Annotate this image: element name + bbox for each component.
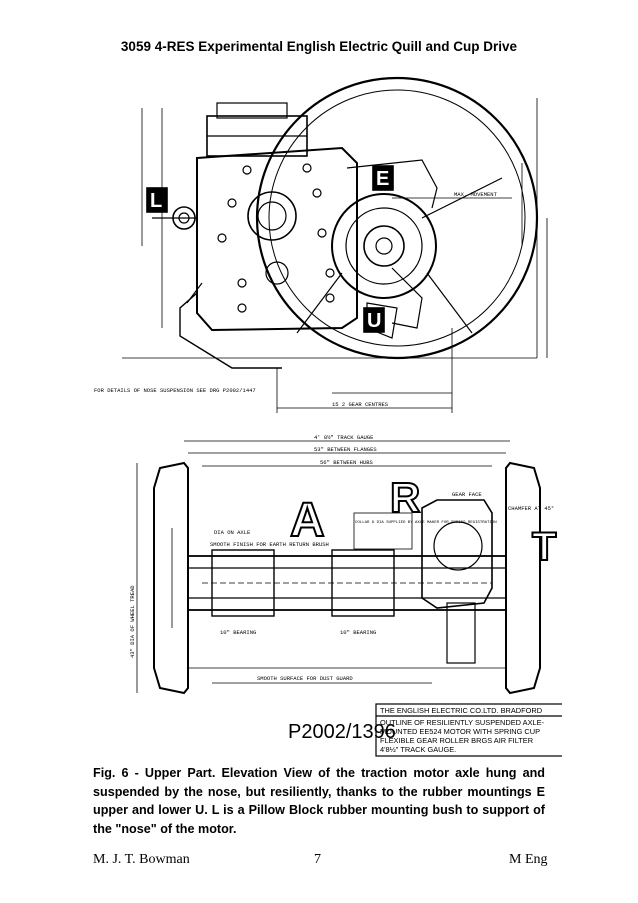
axle-boss: [331, 193, 437, 299]
title-block: [375, 703, 562, 757]
footer-page-number: 7: [314, 852, 321, 867]
note-gear-face: GEAR FACE: [452, 491, 482, 498]
footer-author: M. J. T. Bowman: [93, 852, 190, 867]
left-wheel: [153, 461, 189, 695]
right-wheel: [505, 461, 541, 695]
note-dust-guard: SMOOTH SURFACE FOR DUST GUARD: [257, 675, 353, 682]
note-smooth-finish: SMOOTH FINISH FOR EARTH RETURN BRUSH: [210, 541, 329, 548]
note-collar: COLLAR 9 DIA SUPPLIED BY AXLE MAKER FOR …: [355, 521, 497, 525]
letter-U: U: [367, 310, 381, 332]
note-bearing-left: 10" BEARING: [220, 629, 256, 636]
figure-caption: Fig. 6 - Upper Part. Elevation View of t…: [93, 766, 545, 836]
drawing-number: P2002/1396: [288, 721, 396, 743]
motor-body: [196, 146, 358, 332]
note-wheel-dia: 43" DIA OF WHEEL TREAD: [129, 585, 136, 658]
page-header: 3059 4-RES Experimental English Electric…: [120, 39, 518, 54]
note-max-movement: MAX. MOVEMENT: [454, 191, 498, 198]
note-nose-details: FOR DETAILS OF NOSE SUSPENSION SEE DRG P…: [94, 387, 256, 394]
title-block-line2: MOUNTED EE524 MOTOR WITH SPRING CUP: [380, 727, 540, 736]
title-block-line1: OUTLINE OF RESILIENTLY SUSPENDED AXLE-: [380, 718, 545, 727]
note-gear-centres: 15 2 GEAR CENTRES: [332, 401, 389, 408]
letter-E: E: [376, 168, 389, 190]
note-between-flanges: 53" BETWEEN FLANGES: [314, 446, 377, 453]
note-chamfer: CHAMFER AT 45°: [508, 505, 554, 512]
title-block-company: THE ENGLISH ELECTRIC CO.LTD. BRADFORD: [380, 706, 542, 715]
note-bearing-right: 10" BEARING: [340, 629, 376, 636]
title-block-line4: 4'8½" TRACK GAUGE.: [380, 745, 456, 754]
letter-A: A: [290, 494, 325, 547]
note-dia-on-axle: DIA ON AXLE: [214, 529, 251, 536]
note-track-gauge: 4' 8½" TRACK GAUGE: [314, 434, 374, 441]
note-between-hubs: 56" BETWEEN HUBS: [320, 459, 374, 466]
wheel-outline: [255, 76, 539, 360]
footer-degree: M Eng: [509, 852, 548, 867]
letter-T: T: [532, 525, 556, 569]
title-block-line3: FLEXIBLE GEAR ROLLER BRGS AIR FILTER: [380, 736, 533, 745]
engineering-drawing: L E U A R T FOR DETAILS OF NOSE SUSPENSI…: [94, 76, 562, 757]
letter-R: R: [390, 474, 420, 521]
letter-L: L: [150, 190, 162, 212]
axle: [187, 555, 507, 611]
